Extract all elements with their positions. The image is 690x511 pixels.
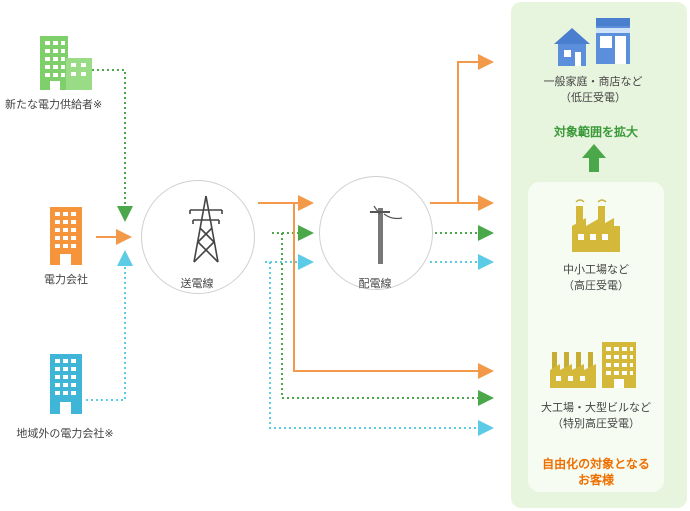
utility-pole-icon: [370, 205, 403, 264]
new-supplier-building-icon: [40, 36, 92, 90]
expand-arrow: [582, 144, 606, 172]
other-region-building-icon: [50, 354, 82, 414]
low-voltage-type: （低圧受電）: [560, 91, 626, 104]
liberalized-note-line2: お客様: [577, 473, 614, 487]
other-region-label: 地域外の電力会社※: [16, 427, 114, 440]
distribution-node: [319, 176, 433, 290]
extra-high-orange: [293, 203, 494, 379]
low-voltage-name: 一般家庭・商店など: [543, 75, 643, 88]
high-voltage-name: 中小工場など: [563, 263, 629, 276]
transmission-label: 送電線: [180, 277, 214, 290]
large-factory-building-icon: [550, 342, 636, 388]
extra-high-green: [281, 233, 494, 406]
distribution-label: 配電線: [358, 277, 392, 290]
house-shop-icon: [554, 18, 630, 66]
extra-high-voltage-name: 大工場・大型ビルなど: [541, 401, 651, 414]
power-company-label: 電力会社: [44, 273, 88, 286]
power-company-building-icon: [50, 207, 82, 265]
other-region-line: [86, 250, 133, 401]
transmission-tower-icon: [189, 195, 223, 263]
extra-high-voltage-type: （特別高圧受電）: [552, 417, 640, 430]
new-supplier-line: [92, 69, 133, 222]
new-supplier-label: 新たな電力供給者※: [5, 98, 103, 111]
extra-high-cyan: [269, 262, 494, 436]
high-voltage-type: （高圧受電）: [563, 279, 629, 292]
factory-icon: [572, 199, 620, 252]
liberalized-note-line1: 自由化の対象となる: [542, 457, 650, 471]
expand-scope-note: 対象範囲を拡大: [553, 125, 638, 139]
dist-low-orange: [430, 54, 494, 204]
